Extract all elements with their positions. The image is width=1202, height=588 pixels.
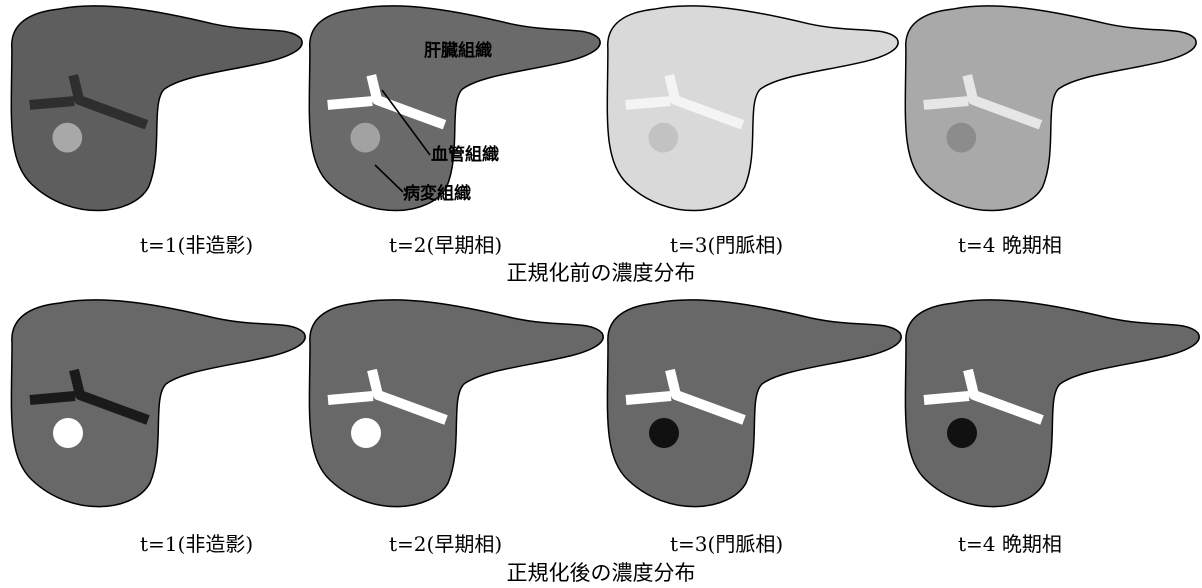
caption-before-t1: t=1(非造影) <box>140 233 253 257</box>
lesion-shape <box>53 418 83 448</box>
liver-shape <box>905 300 1199 507</box>
lesion-shape <box>350 123 380 153</box>
liver-panel-after-t3 <box>607 300 901 507</box>
liver-shape <box>607 6 898 211</box>
lesion-shape <box>52 123 82 153</box>
lesion-shape <box>351 418 381 448</box>
lesion-shape <box>946 123 976 153</box>
liver-panel-before-t1 <box>11 6 302 211</box>
liver-tissue-label: 肝臓組織 <box>424 40 492 61</box>
caption-before-t2: t=2(早期相) <box>389 233 502 257</box>
caption-after-t2: t=2(早期相) <box>389 532 502 556</box>
lesion-tissue-label: 病変組織 <box>403 183 471 204</box>
liver-panel-before-t2 <box>309 6 600 211</box>
liver-shape <box>309 6 600 211</box>
caption-after-t1: t=1(非造影) <box>140 532 253 556</box>
liver-shape <box>607 300 901 507</box>
row-title-before: 正規化前の濃度分布 <box>507 261 696 285</box>
liver-shape <box>905 6 1196 211</box>
lesion-shape <box>947 418 977 448</box>
liver-shape <box>11 6 302 211</box>
liver-panel-before-t3 <box>607 6 898 211</box>
caption-after-t3: t=3(門脈相) <box>670 532 783 556</box>
lesion-shape <box>649 418 679 448</box>
caption-before-t4: t=4 晩期相 <box>958 233 1062 257</box>
liver-shape <box>11 300 305 507</box>
liver-shape <box>309 300 603 507</box>
lesion-shape <box>648 123 678 153</box>
caption-after-t4: t=4 晩期相 <box>958 532 1062 556</box>
liver-panel-after-t4 <box>905 300 1199 507</box>
liver-panel-after-t1 <box>11 300 305 507</box>
liver-panel-before-t4 <box>905 6 1196 211</box>
caption-before-t3: t=3(門脈相) <box>670 233 783 257</box>
row-title-after: 正規化後の濃度分布 <box>507 561 696 585</box>
liver-panel-after-t2 <box>309 300 603 507</box>
vessel-tissue-label: 血管組織 <box>431 144 499 165</box>
